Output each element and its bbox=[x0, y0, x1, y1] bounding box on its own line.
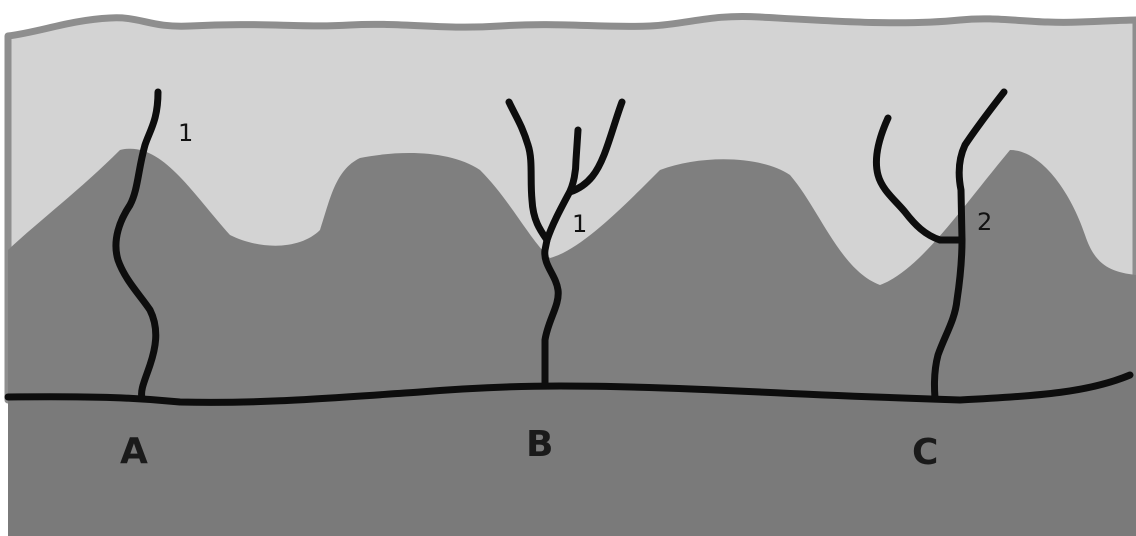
label-site-a: A bbox=[120, 431, 148, 472]
annotation-b: 1 bbox=[572, 210, 587, 238]
annotation-a: 1 bbox=[178, 119, 193, 147]
label-site-c: C bbox=[912, 432, 938, 473]
annotation-c: 2 bbox=[977, 208, 992, 236]
label-site-b: B bbox=[526, 424, 553, 465]
